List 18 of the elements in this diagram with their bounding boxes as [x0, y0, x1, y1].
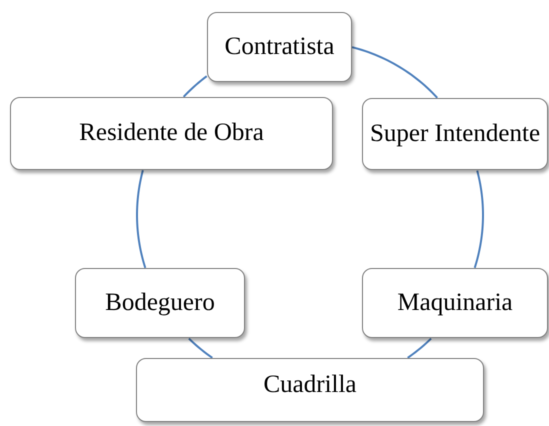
role-label: Bodeguero: [105, 290, 215, 316]
role-label: Residente de Obra: [79, 120, 264, 147]
role-box: [207, 12, 352, 82]
connector-arc: [136, 170, 146, 268]
role-label: Super Intendente: [370, 120, 540, 148]
role-box: [362, 268, 548, 338]
role-label: Contratista: [224, 34, 334, 60]
role-box: [10, 97, 333, 170]
connector-arc: [188, 338, 213, 359]
connector-arc: [182, 75, 208, 98]
role-box: [75, 268, 245, 338]
role-label: Cuadrilla: [263, 372, 357, 398]
connector-arc: [407, 338, 432, 359]
connector-arc: [474, 170, 484, 268]
role-label: Maquinaria: [397, 290, 513, 316]
connector-arc: [352, 46, 438, 99]
role-box: [362, 98, 548, 170]
role-box: [136, 358, 484, 422]
